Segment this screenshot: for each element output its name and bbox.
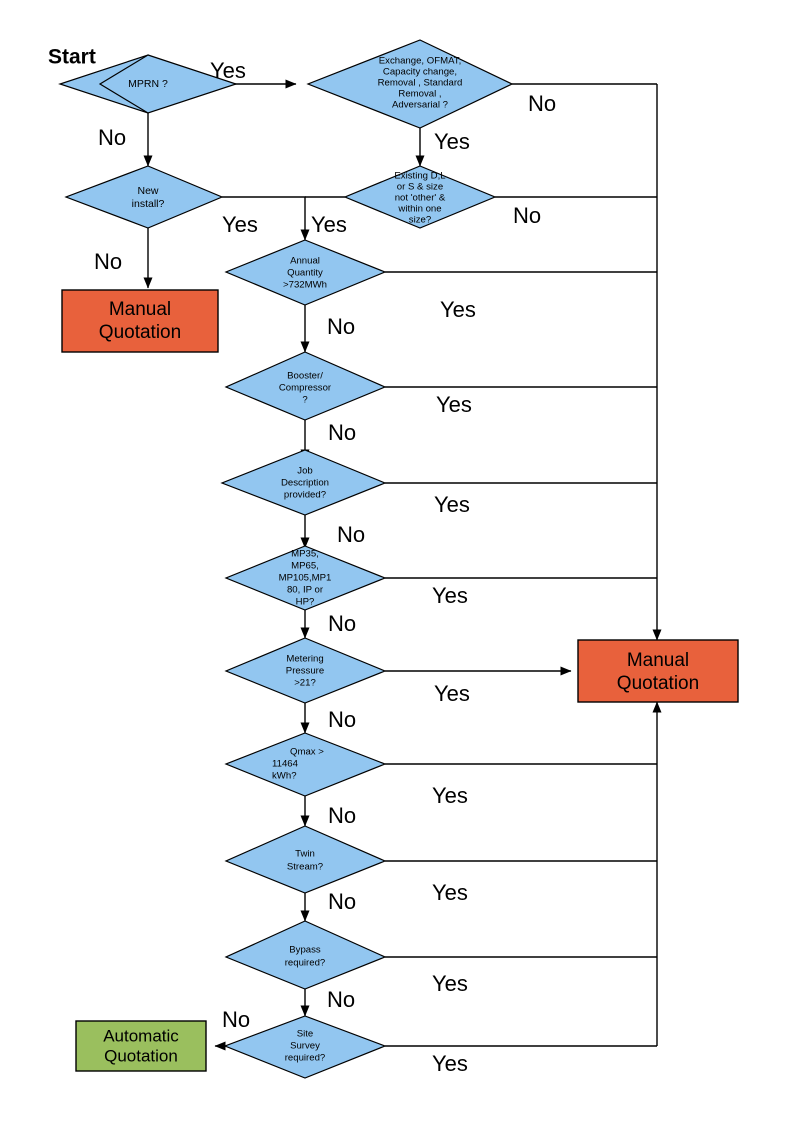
decision-annual-line-0: Annual <box>290 256 320 267</box>
label-twin-yes: Yes <box>432 880 468 905</box>
label-jobtype-no: No <box>528 91 556 116</box>
decision-survey-line-2: required? <box>285 1053 326 1064</box>
connectors <box>143 79 662 1051</box>
terminal-manual-quotation-left[interactable]: Manual Quotation <box>61 289 219 353</box>
decision-annual-line-1: Quantity <box>287 268 323 279</box>
start-label: Start <box>48 46 96 69</box>
label-qmax-no: No <box>328 803 356 828</box>
decision-twin-line-0: Twin <box>295 849 315 860</box>
terminal-automatic-quotation[interactable]: Automatic Quotation <box>75 1020 207 1072</box>
decision-meter-type[interactable]: MP35, MP65, MP105,MP1 80, IP or HP? <box>224 545 387 611</box>
decision-metering-pressure[interactable]: Metering Pressure >21? <box>224 637 387 704</box>
label-qmax-yes: Yes <box>432 783 468 808</box>
label-survey-no: No <box>222 1007 250 1032</box>
label-metertype-yes: Yes <box>432 583 468 608</box>
manual-left-line-0: Manual <box>109 299 171 320</box>
label-jobdesc-yes: Yes <box>434 492 470 517</box>
decision-qmax-line-1: 11464 <box>272 759 299 770</box>
automatic-line-1: Quotation <box>104 1046 178 1065</box>
decision-mprn-line-0: MPRN ? <box>128 78 168 90</box>
decision-metertype-line-0: MP35, <box>291 549 319 560</box>
label-twin-no: No <box>328 889 356 914</box>
decision-qmax-line-0: Qmax > <box>290 747 324 758</box>
decision-site-survey[interactable]: Site Survey required? <box>223 1015 387 1079</box>
terminal-manual-quotation-right[interactable]: Manual Quotation <box>577 639 739 703</box>
decision-twin-stream[interactable]: Twin Stream? <box>224 825 387 894</box>
decision-job-type-line-2: Removal , Standard <box>378 78 463 89</box>
decision-booster-line-0: Booster/ <box>287 371 323 382</box>
decision-pressure-line-2: >21? <box>294 678 316 689</box>
manual-right-line-0: Manual <box>627 650 689 671</box>
label-bypass-no: No <box>327 987 355 1012</box>
decision-annual-quantity[interactable]: Annual Quantity >732MWh <box>224 239 387 306</box>
decision-new-install-line-1: install? <box>132 198 165 210</box>
label-jobtype-yes: Yes <box>434 129 470 154</box>
label-pressure-yes: Yes <box>434 681 470 706</box>
label-mprn-yes: Yes <box>210 58 246 83</box>
decision-metertype-line-1: MP65, <box>291 561 319 572</box>
decision-existing-size-line-1: or S & size <box>397 182 443 193</box>
label-newinstall-no: No <box>94 249 122 274</box>
decision-qmax-line-2: kWh? <box>272 771 297 782</box>
decision-booster[interactable]: Booster/ Compressor ? <box>224 351 387 421</box>
label-survey-yes: Yes <box>432 1051 468 1076</box>
decision-jobdesc-line-0: Job <box>297 466 312 477</box>
decision-job-description[interactable]: Job Description provided? <box>220 449 387 516</box>
decision-existing-size[interactable]: Existing D,L or S & size not 'other' & w… <box>343 165 497 229</box>
label-bypass-yes: Yes <box>432 971 468 996</box>
automatic-line-0: Automatic <box>103 1026 179 1045</box>
decision-existing-size-line-4: size? <box>409 215 431 226</box>
decision-jobdesc-line-1: Description <box>281 478 329 489</box>
label-booster-no: No <box>328 420 356 445</box>
label-annual-no: No <box>327 314 355 339</box>
label-metertype-no: No <box>328 611 356 636</box>
decision-jobdesc-line-2: provided? <box>284 490 326 501</box>
label-booster-yes: Yes <box>436 392 472 417</box>
decision-metertype-line-2: MP105,MP1 <box>279 573 332 584</box>
edge-labels: Yes No No Yes Yes No Yes No Yes No Yes N… <box>94 58 556 1076</box>
decision-metertype-line-4: HP? <box>296 597 315 608</box>
label-annual-yes: Yes <box>440 297 476 322</box>
decision-existing-size-line-2: not 'other' & <box>395 193 446 204</box>
decision-new-install[interactable]: New install? <box>64 165 224 229</box>
decision-existing-size-line-3: within one <box>397 204 441 215</box>
decision-bypass[interactable]: Bypass required? <box>224 920 387 990</box>
decision-job-type-line-0: Exchange, OFMAT, <box>379 56 461 67</box>
decision-job-type-line-3: Removal , <box>398 89 441 100</box>
decision-survey-line-0: Site <box>297 1029 314 1040</box>
label-existingsize-yes: Yes <box>311 212 347 237</box>
decision-existing-size-line-0: Existing D,L <box>394 171 446 182</box>
manual-right-line-1: Quotation <box>617 673 699 694</box>
decision-mprn[interactable]: MPRN ? <box>58 54 238 114</box>
decision-booster-line-1: Compressor <box>279 383 332 394</box>
label-jobdesc-no: No <box>337 522 365 547</box>
label-mprn-no: No <box>98 125 126 150</box>
decision-metertype-line-3: 80, IP or <box>287 585 324 596</box>
decision-pressure-line-0: Metering <box>286 654 323 665</box>
decision-job-type-line-1: Capacity change, <box>383 67 457 78</box>
decision-bypass-line-1: required? <box>285 958 326 969</box>
decision-twin-line-1: Stream? <box>287 862 323 873</box>
label-existingsize-no: No <box>513 203 541 228</box>
label-pressure-no: No <box>328 707 356 732</box>
label-newinstall-yes: Yes <box>222 212 258 237</box>
decision-job-type[interactable]: Exchange, OFMAT, Capacity change, Remova… <box>306 39 514 129</box>
decision-qmax[interactable]: Qmax > 11464 kWh? <box>224 732 387 797</box>
manual-left-line-1: Quotation <box>99 322 181 343</box>
decision-job-type-line-4: Adversarial ? <box>392 100 448 111</box>
decision-pressure-line-1: Pressure <box>286 666 324 677</box>
decision-survey-line-1: Survey <box>290 1041 320 1052</box>
decision-new-install-line-0: New <box>137 185 158 197</box>
decision-annual-line-2: >732MWh <box>283 280 327 291</box>
decision-booster-line-2: ? <box>302 395 307 406</box>
decision-bypass-line-0: Bypass <box>289 945 321 956</box>
